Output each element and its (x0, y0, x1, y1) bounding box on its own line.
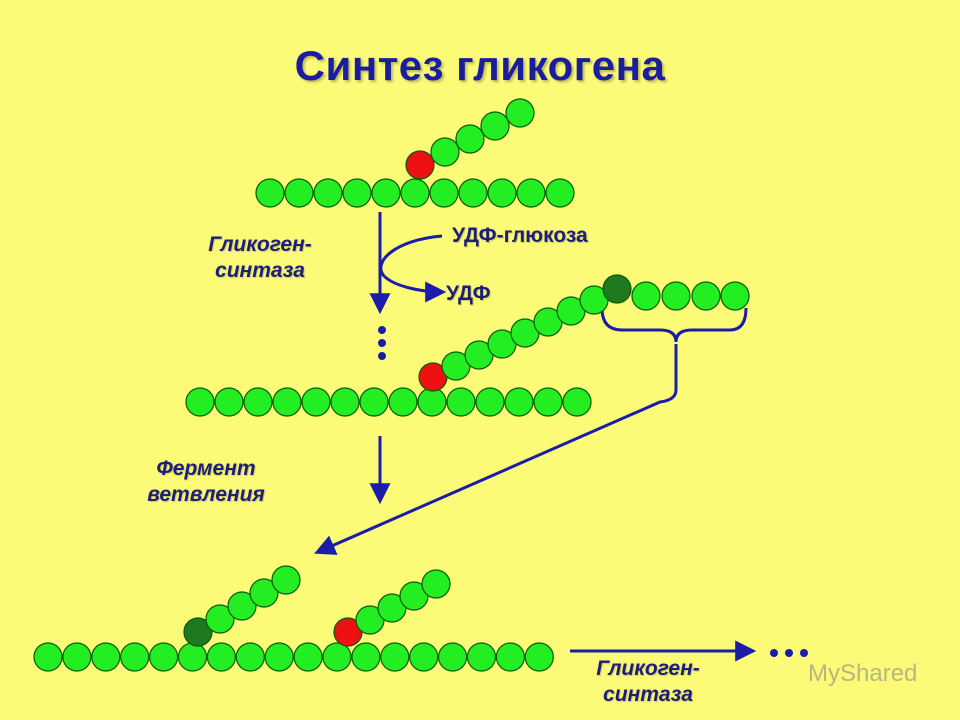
ellipsis-dot (378, 352, 386, 360)
glucose-unit (545, 178, 575, 208)
page-title: Синтез гликогена (294, 42, 666, 89)
glucose-unit (264, 642, 294, 672)
glucose-unit (235, 642, 265, 672)
glycogen-chains (33, 98, 750, 672)
branch-point-unit (405, 150, 435, 180)
glucose-unit (380, 642, 410, 672)
glucose-unit (430, 137, 460, 167)
watermark: MyShared (808, 660, 918, 687)
glucose-unit (505, 98, 535, 128)
glucose-unit (466, 642, 497, 672)
glucose-unit (272, 387, 302, 417)
glucose-unit (409, 642, 439, 672)
label-line: Гликоген- (208, 233, 312, 256)
glucose-unit (631, 281, 661, 311)
glucose-unit (227, 591, 257, 621)
glucose-unit (91, 642, 121, 672)
glucose-unit (293, 642, 323, 672)
glucose-unit (62, 642, 92, 672)
ellipsis-dot (378, 326, 386, 334)
ellipsis-dot (785, 649, 793, 657)
udp-glucose-label: УДФ-глюкоза (452, 224, 588, 247)
glucose-unit (504, 387, 534, 417)
glucose-unit (206, 642, 236, 672)
transferred-unit (183, 617, 213, 647)
transfer-bracket (600, 307, 748, 343)
glucose-unit (421, 569, 451, 599)
glucose-unit (243, 387, 273, 417)
label-line: ветвления (147, 483, 265, 506)
glucose-unit (330, 387, 360, 417)
enzyme-label-branching: Фермент ветвления (118, 456, 294, 508)
glucose-unit (480, 111, 510, 141)
glucose-unit (185, 387, 215, 417)
glucose-unit (33, 642, 63, 672)
glucose-unit (455, 124, 485, 154)
glucose-unit (562, 387, 592, 417)
glucose-unit (351, 642, 381, 672)
glucose-unit (495, 642, 525, 672)
glucose-unit (284, 178, 314, 208)
glucose-unit (400, 178, 430, 208)
label-line: синтаза (603, 683, 693, 706)
glucose-unit (458, 178, 488, 208)
ellipsis-dot (770, 649, 778, 657)
glucose-unit (342, 178, 372, 208)
label-line: Фермент (156, 457, 256, 480)
glucose-unit (313, 178, 343, 208)
enzyme-label-synthase-top: Гликоген- синтаза (172, 232, 348, 284)
glucose-unit (417, 387, 447, 417)
glucose-unit (487, 178, 517, 208)
glucose-unit (438, 642, 468, 672)
glucose-unit (429, 178, 459, 208)
ellipsis-dot (378, 339, 386, 347)
glucose-unit (149, 642, 179, 672)
branch-transfer-arrow (314, 344, 678, 555)
glucose-unit (359, 387, 389, 417)
glucose-unit (214, 387, 244, 417)
ellipsis-dot (800, 649, 808, 657)
glucose-unit (301, 387, 331, 417)
label-line: Гликоген- (596, 657, 700, 680)
glucose-unit (205, 604, 235, 634)
glucose-unit (322, 642, 352, 672)
glucose-unit (691, 281, 721, 311)
arrows-layer (314, 212, 757, 662)
ellipsis-dots (378, 326, 808, 657)
glucose-unit (120, 642, 150, 672)
glucose-unit (516, 178, 546, 208)
glucose-unit (533, 387, 563, 417)
transferred-unit (602, 274, 632, 304)
glucose-unit (720, 281, 750, 311)
glucose-unit (475, 387, 505, 417)
udp-glucose-curve-arrow (379, 234, 447, 303)
glucose-unit (249, 578, 279, 608)
enzyme-label-synthase-bottom: Гликоген- синтаза (560, 656, 736, 708)
glucose-unit (371, 178, 401, 208)
label-line: синтаза (215, 259, 305, 282)
glucose-unit (524, 642, 554, 672)
glucose-unit (177, 642, 208, 672)
glucose-unit (255, 178, 285, 208)
glucose-unit (271, 565, 301, 595)
glucose-unit (388, 387, 418, 417)
glucose-unit (446, 387, 476, 417)
udp-label: УДФ (446, 282, 491, 305)
glucose-unit (661, 281, 691, 311)
